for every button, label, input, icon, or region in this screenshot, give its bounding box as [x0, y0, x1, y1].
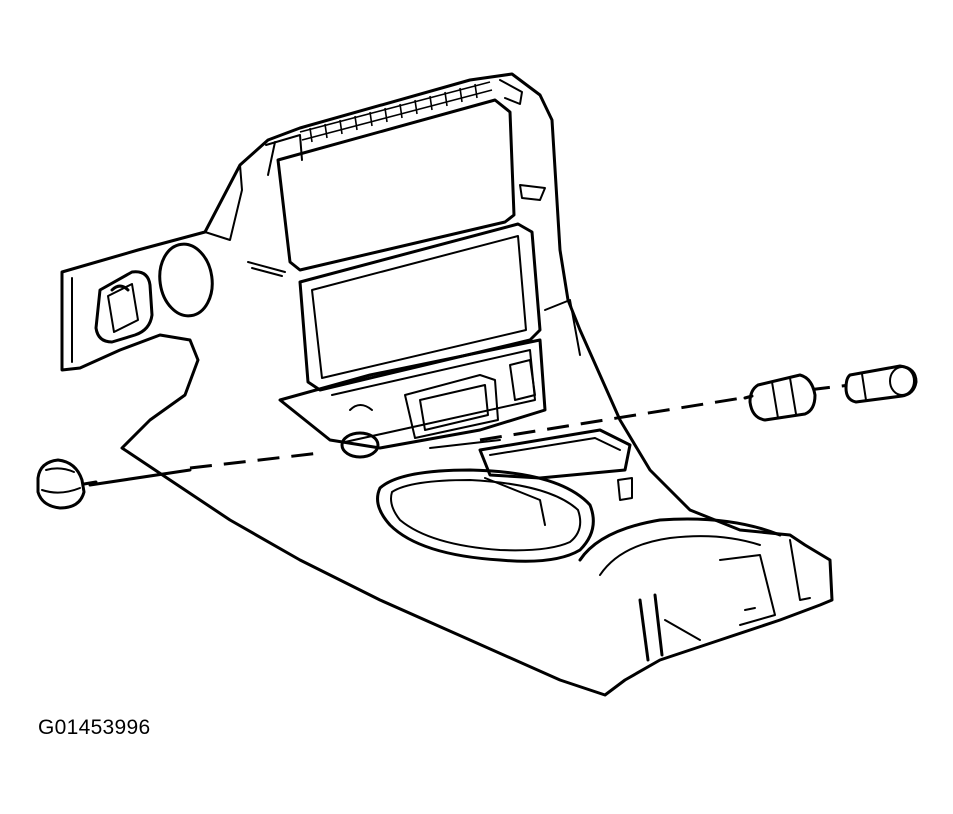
alignment-line-right	[479, 395, 749, 442]
radio-opening-upper	[265, 79, 546, 272]
round-opening	[158, 242, 214, 318]
front-bin	[429, 428, 633, 501]
cup-holder-rear	[578, 517, 811, 662]
lighter-element	[844, 364, 918, 404]
cup-holder-front	[376, 468, 595, 563]
control-pocket	[278, 338, 547, 459]
left-wing	[61, 164, 286, 371]
lighter-socket-right	[743, 373, 817, 422]
switch-opening	[94, 270, 154, 344]
radio-opening-lower	[298, 222, 581, 392]
lighter-socket-left	[36, 458, 98, 510]
figure-id-label: G01453996	[38, 716, 151, 739]
alignment-line-left	[189, 451, 321, 470]
